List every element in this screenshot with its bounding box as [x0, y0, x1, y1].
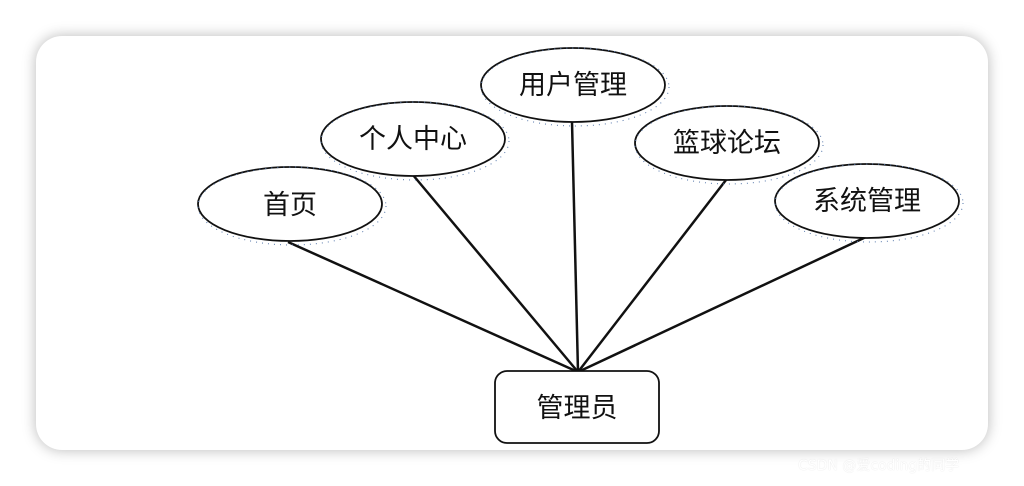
node-home-label: 首页	[263, 190, 317, 221]
node-personal-dots	[320, 101, 510, 181]
node-home: 首页	[197, 166, 387, 246]
node-system-mgmt-dots	[774, 163, 964, 243]
edge-home	[287, 240, 579, 374]
node-home-dots	[197, 166, 387, 246]
node-personal-label: 个人中心	[359, 124, 467, 155]
node-user-mgmt-label: 用户管理	[519, 70, 627, 101]
edge-user-mgmt	[570, 121, 580, 373]
edge-system-mgmt	[577, 235, 867, 374]
node-admin: 管理员	[494, 370, 660, 444]
node-admin-label: 管理员	[537, 393, 618, 424]
node-basketball-forum-label: 篮球论坛	[673, 128, 781, 159]
node-user-mgmt-dots	[480, 47, 670, 127]
node-basketball-forum: 篮球论坛	[634, 105, 824, 185]
node-admin-shape	[494, 370, 660, 444]
csdn-watermark: CSDN @爱coding的同学	[798, 458, 960, 474]
node-basketball-forum-dots	[634, 105, 824, 185]
node-personal: 个人中心	[320, 101, 510, 181]
node-system-mgmt: 系统管理	[774, 163, 964, 243]
node-user-mgmt: 用户管理	[480, 47, 670, 127]
edge-basketball-forum	[577, 179, 727, 373]
node-system-mgmt-label: 系统管理	[813, 186, 921, 217]
edge-personal	[412, 174, 579, 373]
